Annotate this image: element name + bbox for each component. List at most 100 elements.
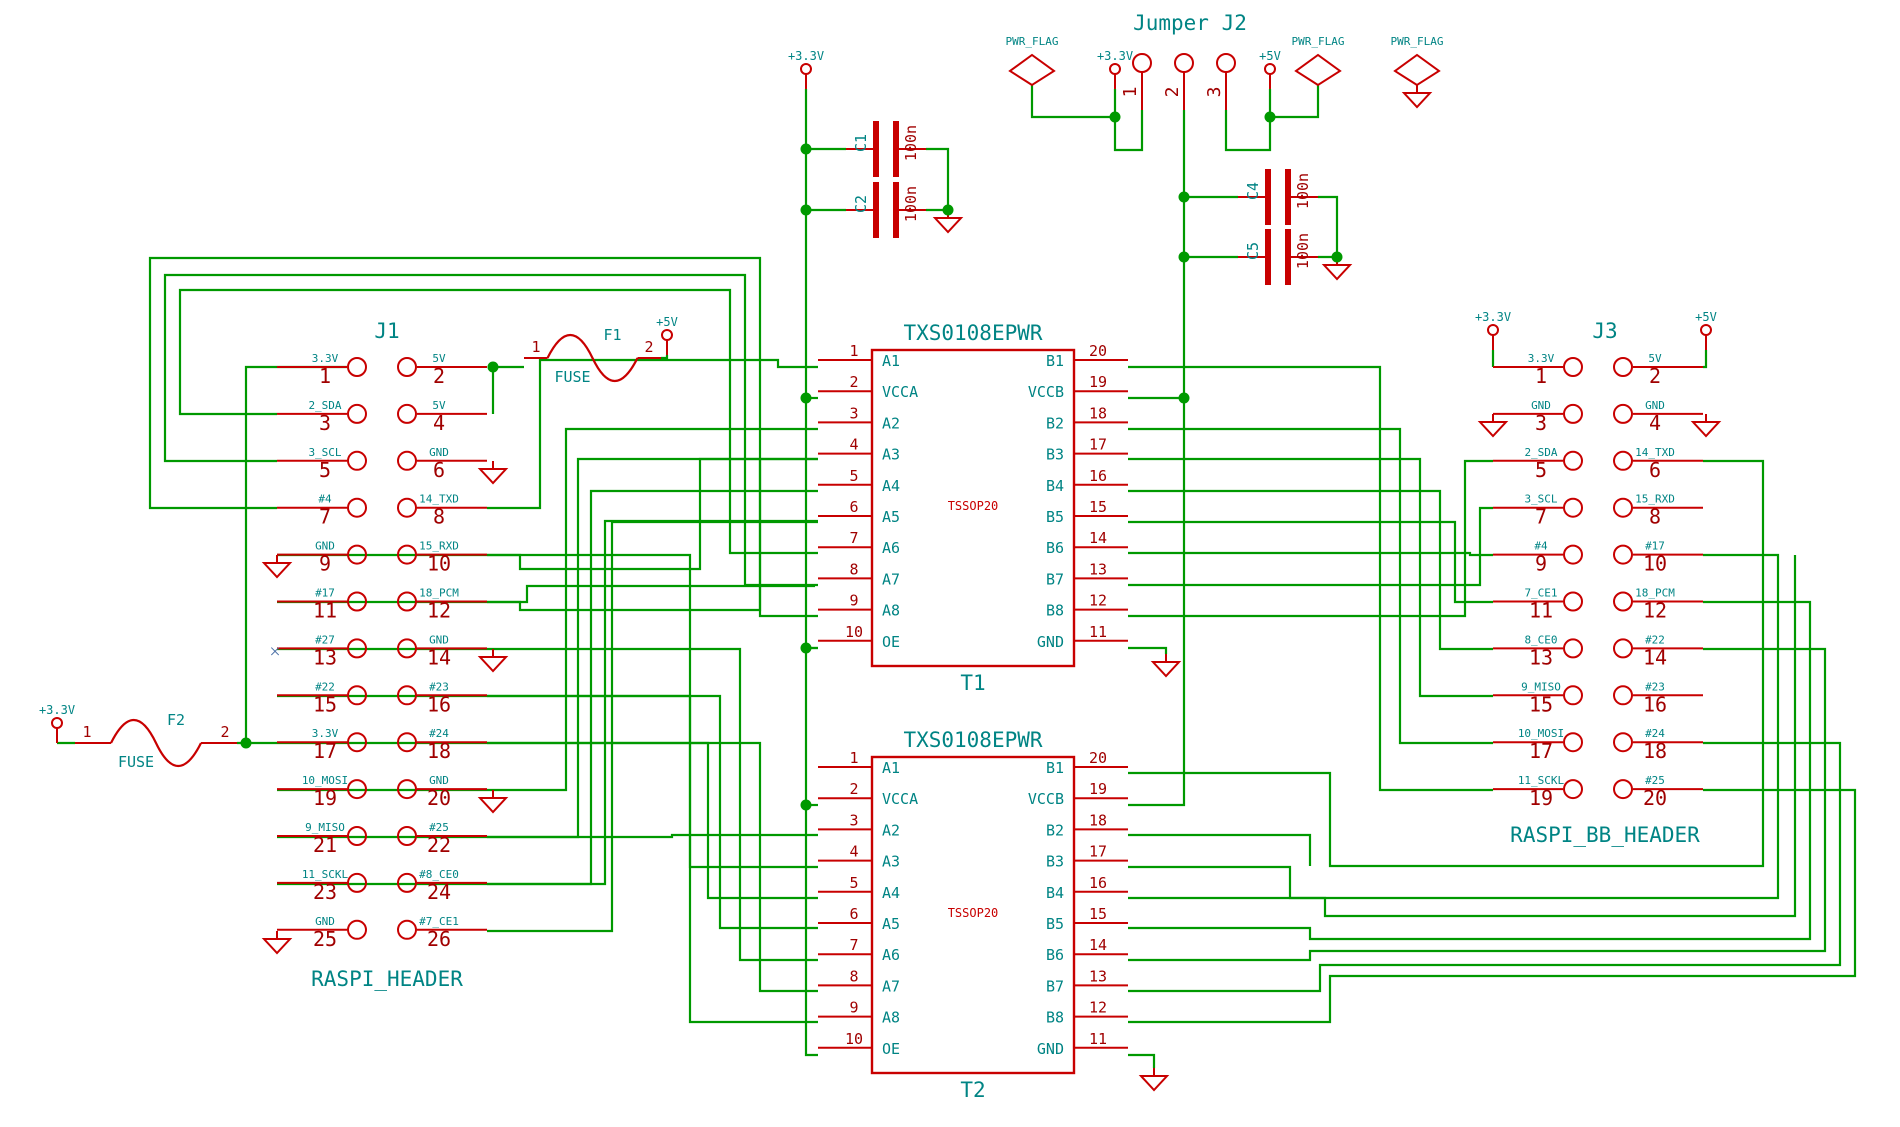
signal-wire — [487, 833, 818, 839]
header-pin-name: #17 — [1645, 540, 1665, 553]
signal-wire — [487, 519, 818, 886]
ic-pin-number: 8 — [849, 560, 858, 578]
ic-pin-number: 14 — [1089, 936, 1107, 954]
header-pin-name: 2_SDA — [1524, 446, 1557, 459]
header-pin-number: 10 — [1643, 552, 1667, 576]
ic-pin-number: 13 — [1089, 560, 1107, 578]
signal-wire — [1128, 459, 1493, 618]
header-pin-name: #17 — [315, 587, 335, 600]
header-pin-number: 9 — [1535, 552, 1547, 576]
fuse — [75, 718, 237, 768]
junction-dot — [1264, 111, 1276, 123]
ic-pin-name: B7 — [1046, 570, 1064, 588]
header-pin-name: 15_RXD — [419, 540, 459, 553]
wire — [1224, 89, 1272, 152]
fuse — [524, 333, 661, 383]
header-pin-number: 8 — [433, 505, 445, 529]
header-connector — [347, 357, 417, 940]
cap-value: 100n — [1294, 173, 1312, 209]
header-pin-name: 10_MOSI — [1518, 727, 1564, 740]
pwr-flag-diamond — [1393, 53, 1441, 87]
ic-pin-number: 20 — [1089, 342, 1107, 360]
header-pad — [347, 357, 367, 377]
junction-dot — [240, 737, 252, 749]
header-pin-name: #4 — [318, 493, 332, 506]
ground-symbol — [1477, 414, 1509, 438]
junction-layer — [240, 111, 1343, 811]
signal-wire — [487, 358, 818, 510]
header-pad — [347, 872, 367, 893]
signal-wire — [1128, 741, 1842, 993]
ground-triangle — [261, 562, 293, 579]
power-label: +5V — [1259, 49, 1281, 63]
header-pad — [347, 497, 367, 518]
wire — [926, 147, 950, 210]
header-pin-number: 18 — [1643, 739, 1667, 763]
ic-pin-number: 16 — [1089, 874, 1107, 892]
ground-triangle — [477, 468, 509, 485]
ic-part-name: TXS0108EPWR — [903, 728, 1042, 752]
header-pin-name: #25 — [429, 821, 449, 834]
ic-pin-name: GND — [1037, 633, 1064, 651]
header-pin-number: 11 — [313, 599, 337, 623]
header-pad — [1563, 591, 1583, 612]
fuse-value: FUSE — [118, 753, 154, 771]
header-pad — [1613, 591, 1633, 612]
ic-pin-number: 6 — [849, 498, 858, 516]
pwr-flag-diamond — [1008, 53, 1056, 87]
header-pin-name: 2_SDA — [308, 399, 341, 412]
header-pad — [397, 779, 417, 800]
ground-triangle — [477, 656, 509, 673]
signal-wire — [1128, 647, 1827, 962]
ic-pin-number: 5 — [849, 874, 858, 892]
header-pin-name: #23 — [429, 680, 449, 693]
capacitor — [1238, 229, 1318, 285]
signal-wire — [1128, 459, 1765, 868]
header-pin-number: 15 — [313, 692, 337, 716]
pwr-flag-diamond — [1294, 53, 1342, 87]
header-pin-name: #22 — [1645, 633, 1665, 646]
header-pin-number: 13 — [313, 645, 337, 669]
ic-pin-number: 3 — [849, 811, 858, 829]
ic-pin-number: 7 — [849, 936, 858, 954]
header-pad — [397, 732, 417, 753]
ground-symbol — [261, 931, 293, 955]
signal-wire — [487, 694, 818, 869]
ic-pin-number: 19 — [1089, 780, 1107, 798]
header-pin-number: 16 — [427, 692, 451, 716]
pwr-flag-label: PWR_FLAG — [1292, 35, 1345, 48]
header-pad — [397, 403, 417, 424]
ground-triangle — [1477, 421, 1509, 438]
header-pin-number: 4 — [433, 411, 445, 435]
junction-dot — [1178, 251, 1190, 263]
power-label: +5V — [656, 315, 678, 329]
ic-pin-name: B8 — [1046, 602, 1064, 620]
header-pin-number: 14 — [427, 645, 451, 669]
power-label: +3.3V — [1475, 310, 1511, 324]
ic-pin-number: 10 — [845, 623, 863, 641]
ic-pin-name: B7 — [1046, 977, 1064, 995]
power-circle — [1487, 324, 1499, 336]
power-circle — [1109, 63, 1121, 75]
header-pad — [347, 779, 367, 800]
pwr-flag — [1393, 53, 1441, 87]
header-pin-number: 19 — [313, 786, 337, 810]
header-pin-name: GND — [1531, 399, 1551, 412]
header-pad — [397, 638, 417, 659]
ic-pin-name: B2 — [1046, 821, 1064, 839]
header-pin-number: 3 — [319, 411, 331, 435]
fuse-pin-number: 1 — [82, 723, 91, 741]
signal-wire — [277, 584, 815, 604]
header-pin-number: 22 — [427, 833, 451, 857]
junction-dot — [800, 392, 812, 404]
ground-triangle — [1150, 661, 1182, 678]
header-pin-number: 17 — [313, 739, 337, 763]
ic-pin-number: 6 — [849, 905, 858, 923]
ground-symbol — [477, 790, 509, 814]
ground-symbol — [1138, 1068, 1170, 1092]
fuse-body — [110, 718, 202, 768]
translator-ic — [870, 348, 1076, 668]
wire — [1128, 110, 1186, 807]
ground-symbol — [477, 461, 509, 485]
ic-pin-name: A7 — [882, 977, 900, 995]
